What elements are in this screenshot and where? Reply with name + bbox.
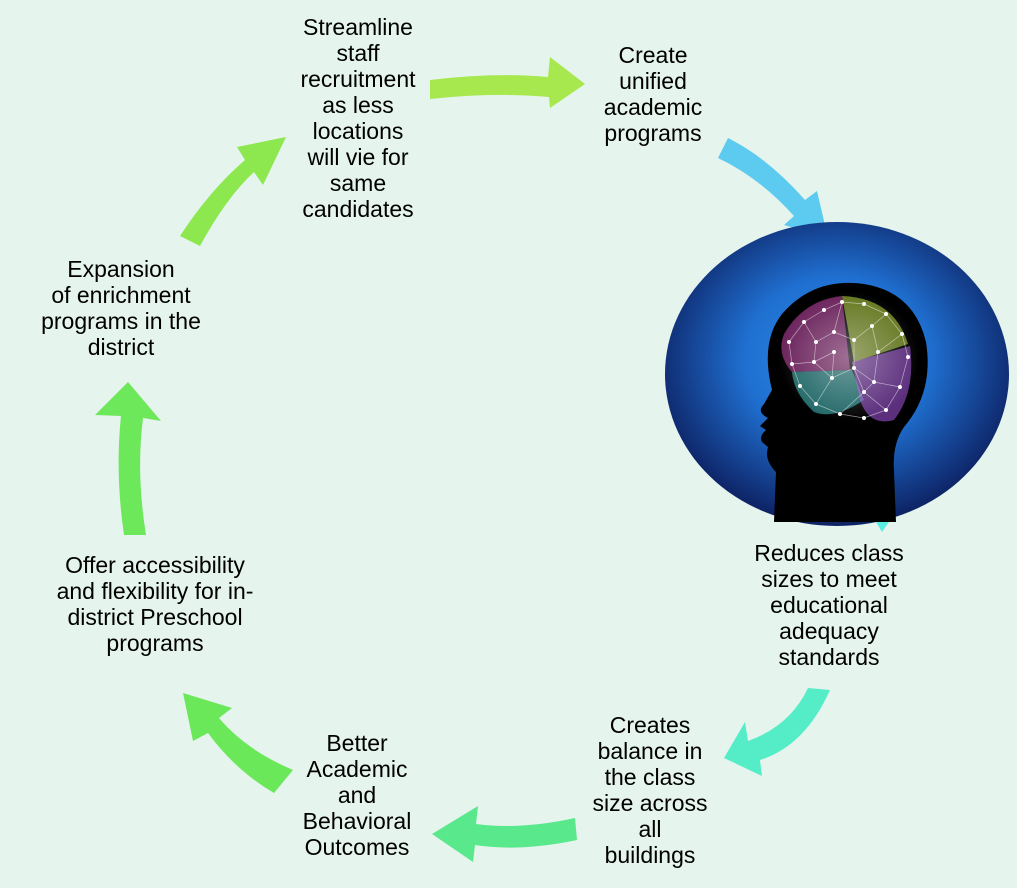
arrow-balance-to-outcomes (432, 806, 577, 862)
step-balance: Creates balance in the class size across… (592, 712, 708, 868)
step-enrichment: Expansion of enrichment programs in the … (41, 256, 201, 360)
step-class-sizes: Reduces class sizes to meet educational … (754, 540, 904, 670)
arrow-outcomes-to-preschool (183, 693, 293, 793)
brain-network (779, 292, 919, 422)
step-recruitment: Streamline staff recruitment as less loc… (300, 14, 416, 222)
step-preschool: Offer accessibility and flexibility for … (56, 552, 254, 656)
step-academic: Create unified academic programs (603, 42, 703, 146)
arrow-preschool-to-enrichment (95, 382, 161, 535)
arrow-class-sizes-to-balance (724, 688, 830, 776)
arrow-recruitment-to-academic (430, 57, 585, 108)
arrow-academic-to-class-sizes (718, 138, 828, 238)
arrow-enrichment-to-recruitment (180, 137, 286, 246)
step-outcomes: Better Academic and Behavioral Outcomes (302, 730, 412, 860)
brain-head-illustration (665, 222, 1009, 526)
